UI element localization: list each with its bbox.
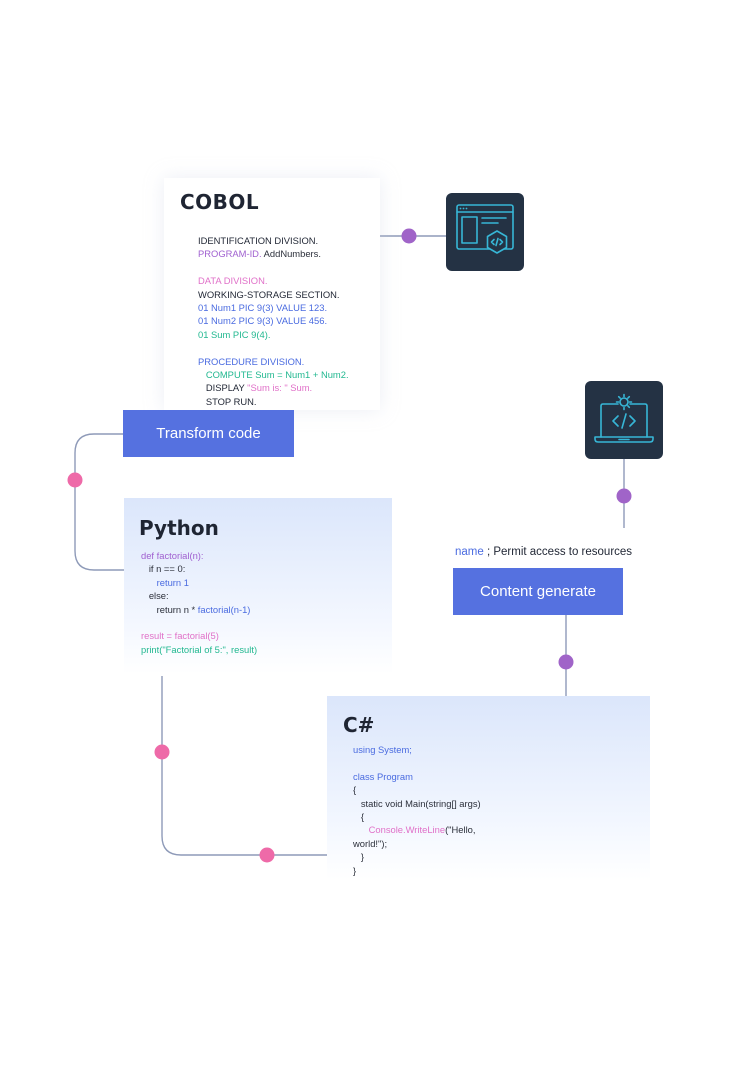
code-line: if n == 0: bbox=[141, 563, 186, 575]
connector-dot-cobol bbox=[401, 228, 417, 244]
code-line: STOP RUN. bbox=[198, 395, 257, 407]
access-note: name ; Permit access to resources bbox=[455, 546, 632, 558]
note-key: name bbox=[455, 546, 484, 558]
code-line: 01 Sum PIC 9(4). bbox=[198, 328, 271, 340]
connector-dot-transform bbox=[67, 472, 83, 488]
content-generate-button[interactable]: Content generate bbox=[453, 568, 623, 615]
connector-transform-to-python bbox=[74, 433, 124, 571]
python-title: Python bbox=[139, 516, 219, 540]
csharp-title: C# bbox=[343, 713, 375, 737]
code-line: 01 Num1 PIC 9(3) VALUE 123. bbox=[198, 302, 328, 314]
code-line: DISPLAY "Sum is: " Sum. bbox=[198, 382, 313, 394]
code-line: WORKING-STORAGE SECTION. bbox=[198, 288, 340, 300]
code-line: return 1 bbox=[141, 576, 189, 588]
connector-dot-python bbox=[154, 744, 170, 760]
python-code: def factorial(n): if n == 0: return 1 el… bbox=[141, 549, 257, 656]
code-line: world!"); bbox=[353, 837, 388, 849]
connector-dot-content bbox=[558, 654, 574, 670]
laptop-code-tile bbox=[585, 381, 663, 459]
code-line: IDENTIFICATION DIVISION. bbox=[198, 235, 319, 246]
code-line: { bbox=[353, 811, 364, 823]
transform-code-button[interactable]: Transform code bbox=[123, 410, 294, 457]
csharp-code: using System; class Program { static void… bbox=[353, 743, 481, 877]
laptop-code-icon bbox=[594, 393, 654, 443]
code-line: static void Main(string[] args) bbox=[353, 797, 481, 809]
code-line: result = factorial(5) bbox=[141, 630, 219, 642]
code-line: using System; bbox=[353, 744, 412, 755]
connector-dot-tile bbox=[616, 488, 632, 504]
code-line bbox=[198, 261, 349, 274]
cobol-title: COBOL bbox=[180, 190, 260, 214]
code-line: def factorial(n): bbox=[141, 550, 204, 561]
code-line: class Program bbox=[353, 770, 413, 782]
cobol-code: IDENTIFICATION DIVISION. PROGRAM-ID. AddN… bbox=[198, 234, 349, 408]
code-line: DATA DIVISION. bbox=[198, 275, 268, 287]
connector-python-to-csharp bbox=[161, 676, 327, 856]
code-line: { bbox=[353, 784, 357, 796]
code-line: 01 Num2 PIC 9(3) VALUE 456. bbox=[198, 315, 328, 327]
code-line: COMPUTE Sum = Num1 + Num2. bbox=[198, 369, 349, 381]
code-line bbox=[353, 756, 481, 769]
code-line: PROCEDURE DIVISION. bbox=[198, 355, 305, 367]
code-line: return n * factorial(n-1) bbox=[141, 603, 251, 615]
code-line bbox=[141, 616, 257, 629]
code-line: else: bbox=[141, 590, 169, 602]
code-line bbox=[198, 341, 349, 354]
code-window-tile bbox=[446, 193, 524, 271]
code-line: PROGRAM-ID. AddNumbers. bbox=[198, 248, 321, 260]
code-line: } bbox=[353, 851, 364, 863]
code-line: print("Factorial of 5:", result) bbox=[141, 643, 258, 655]
code-window-icon bbox=[456, 204, 514, 254]
csharp-code-panel: C# using System; class Program { static v… bbox=[327, 696, 650, 880]
python-code-panel: Python def factorial(n): if n == 0: retu… bbox=[124, 498, 392, 674]
code-line: } bbox=[353, 864, 357, 876]
note-text: ; Permit access to resources bbox=[483, 546, 633, 558]
connector-dot-csharp bbox=[259, 847, 275, 863]
cobol-code-panel: COBOL IDENTIFICATION DIVISION. PROGRAM-ID… bbox=[164, 178, 380, 410]
code-line: Console.WriteLine("Hello, bbox=[353, 824, 476, 836]
